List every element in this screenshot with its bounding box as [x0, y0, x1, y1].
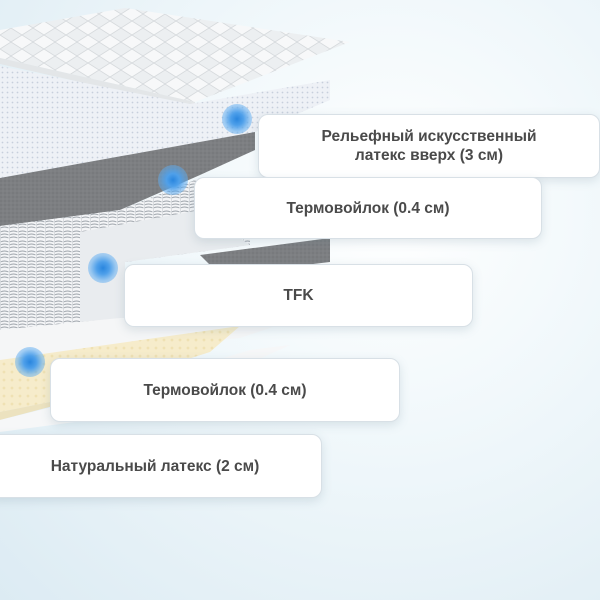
callout-natural-latex: Натуральный латекс (2 см)	[0, 434, 322, 498]
callout-thermo-felt-top: Термовойлок (0.4 см)	[194, 177, 542, 239]
marker-dot-thermo-felt-bottom	[15, 347, 45, 377]
callout-tfk: TFK	[124, 264, 473, 327]
callout-relief-latex: Рельефный искусственный латекс вверх (3 …	[258, 114, 600, 178]
marker-dot-relief-latex	[222, 104, 252, 134]
callout-thermo-felt-bottom: Термовойлок (0.4 см)	[50, 358, 400, 422]
marker-dot-thermo-felt-top	[158, 165, 188, 195]
marker-dot-tfk	[88, 253, 118, 283]
